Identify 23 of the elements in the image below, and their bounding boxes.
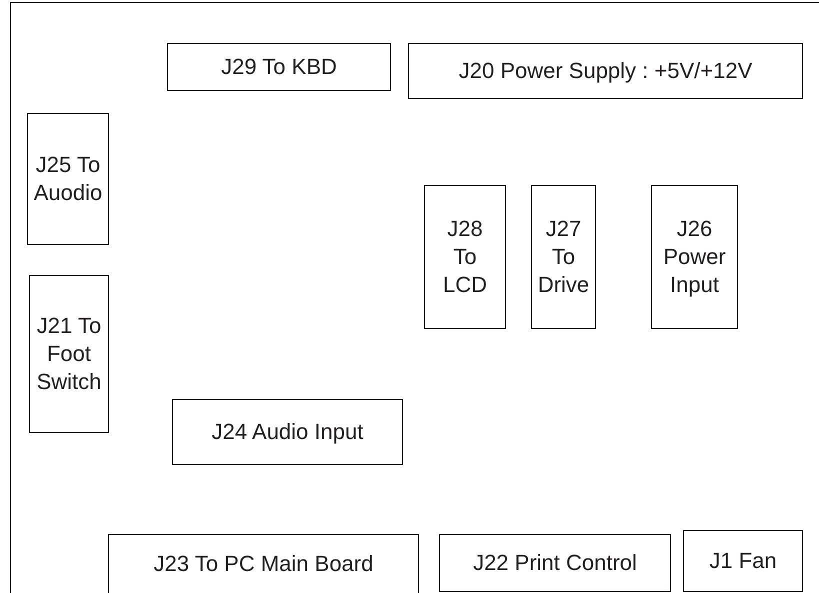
connector-label: J24 Audio Input: [212, 418, 364, 446]
connector-label: J27 To Drive: [538, 215, 590, 299]
connector-label: J22 Print Control: [473, 549, 637, 577]
connector-label: J21 To Foot Switch: [36, 312, 102, 396]
connector-box: [531, 185, 596, 329]
connector-label: J1 Fan: [709, 547, 777, 575]
connector-box: [651, 185, 738, 329]
connector-label: J29 To KBD: [221, 53, 337, 81]
connector-label: J23 To PC Main Board: [154, 550, 374, 578]
connector-box: [108, 534, 419, 593]
connector-box: [408, 43, 803, 99]
connector-label: J26 Power Input: [663, 215, 726, 299]
connector-box: [27, 113, 109, 245]
connector-box: [29, 275, 109, 433]
connector-box: [167, 43, 391, 91]
connector-box: [172, 399, 403, 465]
connector-label: J25 To Auodio: [34, 151, 102, 207]
connector-label: J20 Power Supply : +5V/+12V: [458, 57, 752, 85]
connector-box: [683, 530, 803, 592]
connector-label: J28 To LCD: [443, 215, 487, 299]
connector-box: [439, 534, 671, 592]
connector-box: [424, 185, 506, 329]
board-outline: [10, 2, 819, 593]
